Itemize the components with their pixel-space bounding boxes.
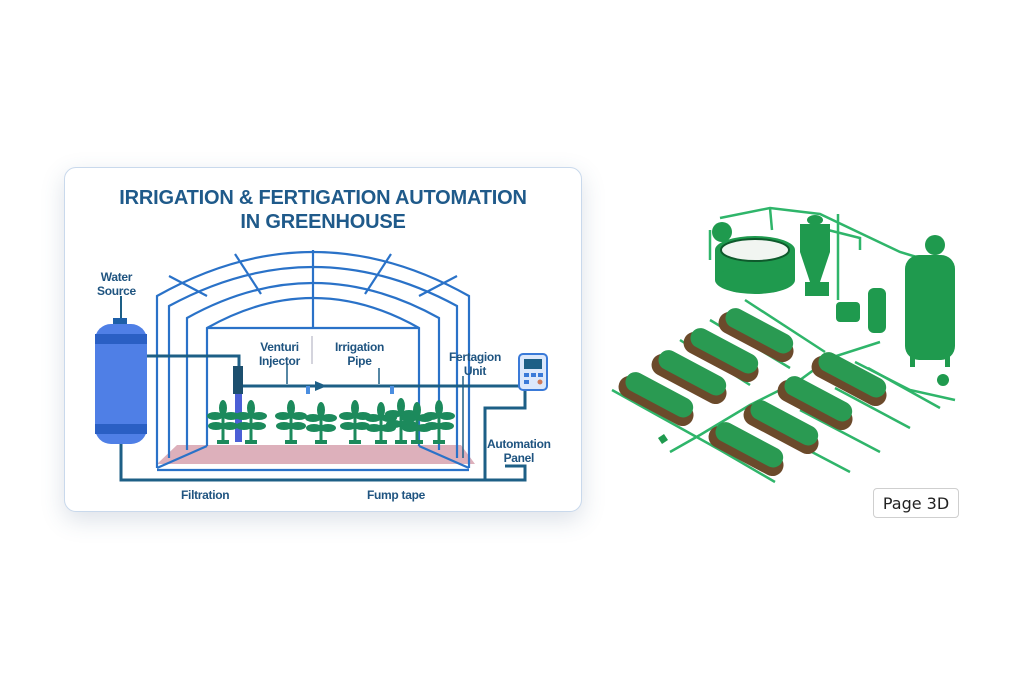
label-line: Pipe	[347, 354, 372, 368]
valve-icon	[658, 434, 668, 444]
page-badge: Page 3D	[873, 488, 959, 518]
label-venturi-injector: Venturi Injector	[259, 340, 300, 368]
title-line-1: IRRIGATION & FERTIGATION AUTOMATION	[119, 187, 527, 209]
dripper-icon	[306, 386, 310, 394]
mixing-tank-icon	[712, 222, 795, 294]
soil-bed	[157, 445, 475, 464]
filter-cyclone-icon	[800, 215, 830, 296]
plants	[207, 398, 455, 444]
automation-panel-icon	[518, 353, 548, 391]
label-line: Panel	[503, 451, 535, 465]
diagram-card: IRRIGATION & FERTIGATION AUTOMATION IN G…	[64, 167, 582, 512]
label-irrigation-pipe: Irrigation Pipe	[335, 340, 384, 368]
label-line: Source	[97, 284, 136, 298]
label-line: Automation	[487, 437, 551, 451]
label-line: Venturi	[260, 340, 299, 354]
label-filtration: Filtration	[181, 488, 230, 502]
diagram-title: IRRIGATION & FERTIGATION AUTOMATION IN G…	[65, 186, 581, 234]
dosing-pot-icon	[836, 302, 860, 322]
label-line: Water	[100, 270, 133, 284]
label-line: Irrigation	[335, 340, 385, 354]
flow-arrow-icon	[315, 381, 327, 391]
label-fertigation-unit: Fertagion Unit	[449, 350, 501, 378]
title-line-2: IN GREENHOUSE	[240, 211, 406, 233]
greenhouse-frame	[155, 250, 471, 472]
dripper-icon	[390, 386, 394, 394]
plant-beds	[618, 308, 887, 477]
label-line: Unit	[463, 364, 487, 378]
label-automation-panel: Automation Panel	[487, 437, 551, 465]
greenhouse-diagram	[95, 250, 548, 482]
water-tank-icon	[95, 296, 147, 444]
label-pump-tape: Fump tape	[367, 488, 425, 502]
label-water-source: Water Source	[97, 270, 136, 298]
injector-column-icon	[868, 288, 886, 333]
isometric-fertigation-illustration	[611, 206, 956, 484]
label-line: Fertagion	[449, 350, 501, 364]
label-line: Injector	[259, 354, 300, 368]
pressure-vessel-icon	[905, 235, 955, 386]
pipe-network	[119, 354, 527, 482]
venturi-injector-icon	[233, 366, 243, 442]
